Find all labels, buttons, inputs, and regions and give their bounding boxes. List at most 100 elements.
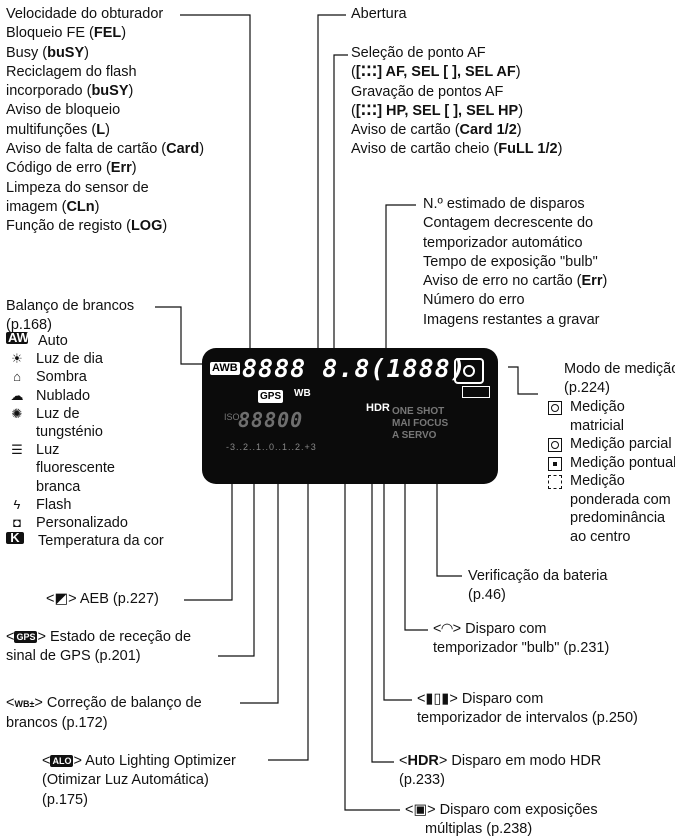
shots-line-5: Número do erro xyxy=(423,292,525,309)
metering-item-spot: Medição pontual xyxy=(546,454,675,473)
lcd-awb-icon: AWB xyxy=(210,362,240,375)
hdr-leader xyxy=(371,420,394,763)
af-line-1: ([⁚⁚⁚] AF, SEL [ ], SEL AF) xyxy=(351,64,521,81)
lcd-iso-label: ISO xyxy=(224,412,240,422)
metering-leader xyxy=(508,366,538,395)
cloud-icon: ☁ xyxy=(10,387,24,403)
af-line-4: Aviso de cartão (Card 1/2) xyxy=(351,122,522,139)
multi-leader xyxy=(344,398,400,811)
shots-line-6: Imagens restantes a gravar xyxy=(423,311,600,328)
lcd-metering-icon xyxy=(454,358,484,384)
partial-metering-icon xyxy=(548,438,562,452)
wbcorr-leader xyxy=(240,398,279,704)
lcd-panel: AWB 8888 8.8(1888) GPS WB HDR ONE SHOT M… xyxy=(202,348,498,484)
lcd-hdr-icon: HDR xyxy=(366,402,390,414)
bulb-timer-icon: ◠ xyxy=(441,621,453,637)
alo-label: <ALO> Auto Lighting Optimizer (Otimizar … xyxy=(42,753,236,808)
alo-icon: ALO xyxy=(50,755,74,767)
bulb-timer-label: <◠> Disparo com temporizador "bulb" (p.2… xyxy=(433,621,610,657)
af-line-5: Aviso de cartão cheio (FuLL 1/2) xyxy=(351,141,563,158)
metering-title: Modo de medição xyxy=(564,361,675,377)
metering-item-partial: Medição parcial xyxy=(546,435,675,454)
lcd-exposure-scale: -3..2..1..0..1..2.+3 xyxy=(226,442,317,452)
lt-line-4: incorporado (buSY) xyxy=(6,83,134,100)
shots-line-3: Tempo de exposição "bulb" xyxy=(423,253,598,270)
multi-exposure-icon: ▣ xyxy=(413,802,428,818)
center-weighted-metering-icon xyxy=(548,475,562,489)
wb-item-daylight: ☀Luz de dia xyxy=(6,350,164,368)
lt-line-0: Velocidade do obturador xyxy=(6,6,164,22)
shots-line-2: temporizador automático xyxy=(423,234,583,251)
lt-line-3: Reciclagem do flash xyxy=(6,63,137,80)
spot-metering-icon xyxy=(548,456,562,471)
wb-correction-label: <WB±> Correção de balanço de brancos (p.… xyxy=(6,695,202,732)
lt-line-5: Aviso de bloqueio xyxy=(6,102,121,119)
wb-item-custom: ◘Personalizado xyxy=(6,514,164,532)
lt-line-2: Busy (buSY) xyxy=(6,44,89,61)
shutter-speed-list: Velocidade do obturador Bloqueio FE (FEL… xyxy=(6,5,204,237)
shots-line-4: Aviso de erro no cartão (Err) xyxy=(423,273,608,290)
lt-line-8: Código de erro (Err) xyxy=(6,160,137,177)
shots-line-0: N.º estimado de disparos xyxy=(423,196,585,212)
aeb-label: <◩> AEB (p.227) xyxy=(46,591,159,607)
lcd-battery-icon xyxy=(462,386,490,398)
lcd-iso-segments: 88800 xyxy=(238,408,304,432)
aeb-icon: ◩ xyxy=(54,591,69,607)
wb-item-tungsten: ✺Luz de tungsténio xyxy=(6,405,164,441)
interval-timer-label: <▮▯▮> Disparo com temporizador de interv… xyxy=(417,691,638,727)
wb-correction-icon: WB± xyxy=(14,699,35,709)
flash-icon: ϟ xyxy=(13,496,21,512)
wb-item-shade: ⌂Sombra xyxy=(6,368,164,386)
wb-item-cloudy: ☁Nublado xyxy=(6,387,164,405)
multi-exposure-label: <▣> Disparo com exposições múltiplas (p.… xyxy=(405,802,598,838)
af-line-2: Gravação de pontos AF xyxy=(351,83,504,100)
lt-line-11: Função de registo (LOG) xyxy=(6,218,168,235)
lt-line-6: multifunções (L) xyxy=(6,121,110,138)
aperture-leader xyxy=(317,14,346,358)
lt-line-7: Aviso de falta de cartão (Card) xyxy=(6,141,205,158)
af-leader xyxy=(333,54,348,358)
gps-label: <GPS> Estado de receção de sinal de GPS … xyxy=(6,629,192,665)
metering-item-evaluative: Medição matricial xyxy=(546,398,675,435)
shots-leader xyxy=(385,204,416,358)
battery-label: Verificação da bateria (p.46) xyxy=(468,568,608,604)
interval-leader xyxy=(383,398,412,701)
wb-leader xyxy=(155,306,207,365)
metering-item-center: Medição ponderada com predominância ao c… xyxy=(546,472,675,546)
gps-leader xyxy=(218,398,255,657)
lt-line-9: Limpeza do sensor de xyxy=(6,179,149,196)
af-line-0: Seleção de ponto AF xyxy=(351,45,486,61)
awb-icon: AWB xyxy=(6,330,39,345)
hdr-label: <HDR> Disparo em modo HDR (p.233) xyxy=(399,753,602,789)
shots-line-1: Contagem decrescente do xyxy=(423,215,594,232)
shade-icon: ⌂ xyxy=(13,369,21,385)
lcd-wb-icon: WB xyxy=(294,388,311,399)
gps-icon: GPS xyxy=(14,631,38,643)
alo-leader xyxy=(268,398,309,761)
evaluative-metering-icon xyxy=(548,401,562,415)
sun-icon: ☀ xyxy=(11,351,23,367)
metering-list: Modo de medição (p.224) Medição matricia… xyxy=(546,361,675,546)
lt-line-10: imagem (CLn) xyxy=(6,198,100,215)
kelvin-icon: K xyxy=(6,531,24,545)
wb-item-fluorescent: ☰Luz fluorescente branca xyxy=(6,441,164,496)
shutter-speed-leader xyxy=(180,14,251,358)
lcd-main-segments: 8888 8.8(1888) xyxy=(242,354,467,383)
shots-list: N.º estimado de disparos Contagem decres… xyxy=(423,195,607,330)
hdr-icon: HDR xyxy=(407,753,439,769)
lt-line-1: Bloqueio FE (FEL) xyxy=(6,25,127,42)
tungsten-icon: ✺ xyxy=(11,405,23,421)
wb-page: (p.168) xyxy=(6,317,52,333)
interval-timer-icon: ▮▯▮ xyxy=(425,691,450,707)
af-point-list: Seleção de ponto AF ([⁚⁚⁚] AF, SEL [ ], … xyxy=(351,44,562,160)
custom-wb-icon: ◘ xyxy=(13,515,21,531)
lcd-gps-icon: GPS xyxy=(258,390,284,403)
aperture-label: Abertura xyxy=(351,6,407,22)
lcd-af-modes: ONE SHOT MAI FOCUS A SERVO xyxy=(392,406,449,441)
af-line-3: ([⁚⁚⁚] HP, SEL [ ], SEL HP) xyxy=(351,102,524,119)
